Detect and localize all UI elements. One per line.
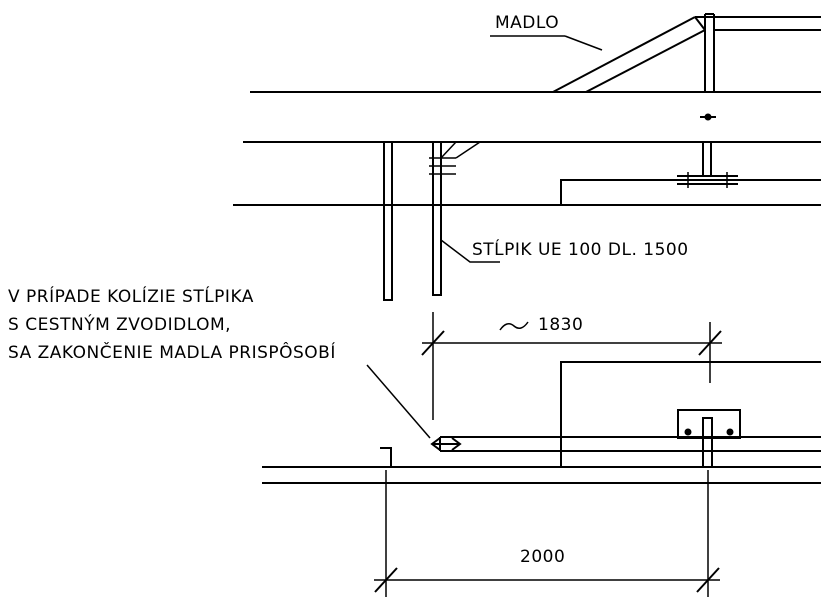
channel-post-inner — [433, 142, 441, 295]
note-leader — [367, 365, 430, 438]
dim-approx-value: 1830 — [538, 315, 583, 335]
post-leader — [441, 240, 500, 262]
note-line-1: V PRÍPADE KOLÍZIE STĹPIKA — [8, 285, 254, 307]
handrail-end-diag — [456, 142, 480, 158]
note-line-2: S CESTNÝM ZVODIDLOM, — [8, 313, 231, 335]
bolt-dot-left — [686, 430, 691, 435]
parapet-lower — [561, 362, 821, 467]
post-base-box — [678, 410, 740, 438]
rail-arrow-right — [452, 438, 460, 450]
lower-view — [262, 312, 821, 597]
dim1830-tick-left — [422, 331, 444, 355]
upper-view — [233, 14, 821, 300]
dim2000-tick-left — [375, 568, 397, 592]
handrail-diagonal-lower — [586, 30, 705, 92]
post-mark-dot — [706, 115, 711, 120]
handrail-bend — [695, 17, 705, 30]
handrail-leader — [565, 36, 602, 50]
bolt-dot-right — [728, 430, 733, 435]
dim1830-tick-right — [699, 331, 721, 355]
handrail-end-stub — [441, 142, 480, 158]
post-lower-view — [703, 418, 712, 467]
dim-bottom-value: 2000 — [520, 547, 565, 567]
post-label: STĹPIK UE 100 DL. 1500 — [472, 238, 689, 260]
rail-arrow-left — [432, 438, 440, 450]
dim2000-tick-right — [697, 568, 719, 592]
channel-post-outer — [384, 142, 392, 300]
hook — [380, 448, 391, 467]
approx-symbol — [500, 322, 528, 330]
parapet-outline — [561, 180, 821, 205]
note-line-3: SA ZAKONČENIE MADLA PRISPÔSOBÍ — [8, 341, 336, 363]
handrail-label: MADLO — [495, 13, 559, 33]
handrail-diagonal-upper — [553, 17, 695, 92]
